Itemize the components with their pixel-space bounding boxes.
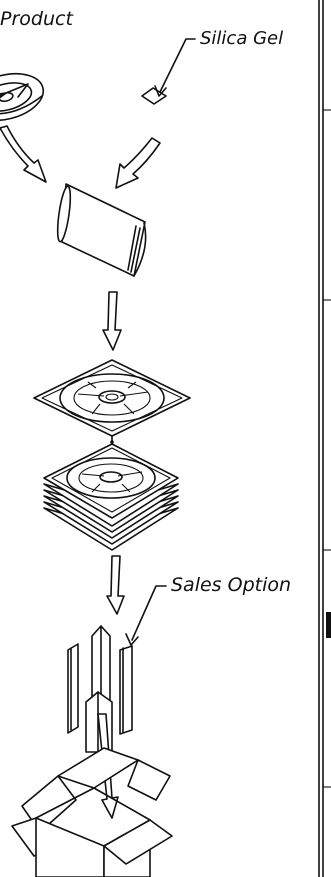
carton-box-icon (11, 747, 173, 877)
stacked-bags-icon (43, 443, 179, 551)
frame-border (318, 0, 331, 877)
flow-arrow-icon (0, 125, 47, 183)
silica-gel-leader (154, 38, 196, 97)
sales-option-label: Sales Option (171, 574, 292, 596)
reel-icon (0, 72, 45, 122)
moisture-barrier-bag-icon (56, 183, 147, 277)
sales-option-inserts-icon (67, 625, 133, 753)
flow-arrow-icon (115, 137, 161, 189)
flow-arrow-icon (106, 555, 125, 615)
flow-arrow-icon (102, 291, 122, 351)
product-label: Product (0, 8, 73, 30)
silica-gel-label: Silica Gel (200, 28, 284, 49)
sealed-reel-bag-icon (33, 359, 191, 445)
sales-option-leader (125, 585, 167, 646)
silica-gel-packet-icon (141, 87, 167, 105)
